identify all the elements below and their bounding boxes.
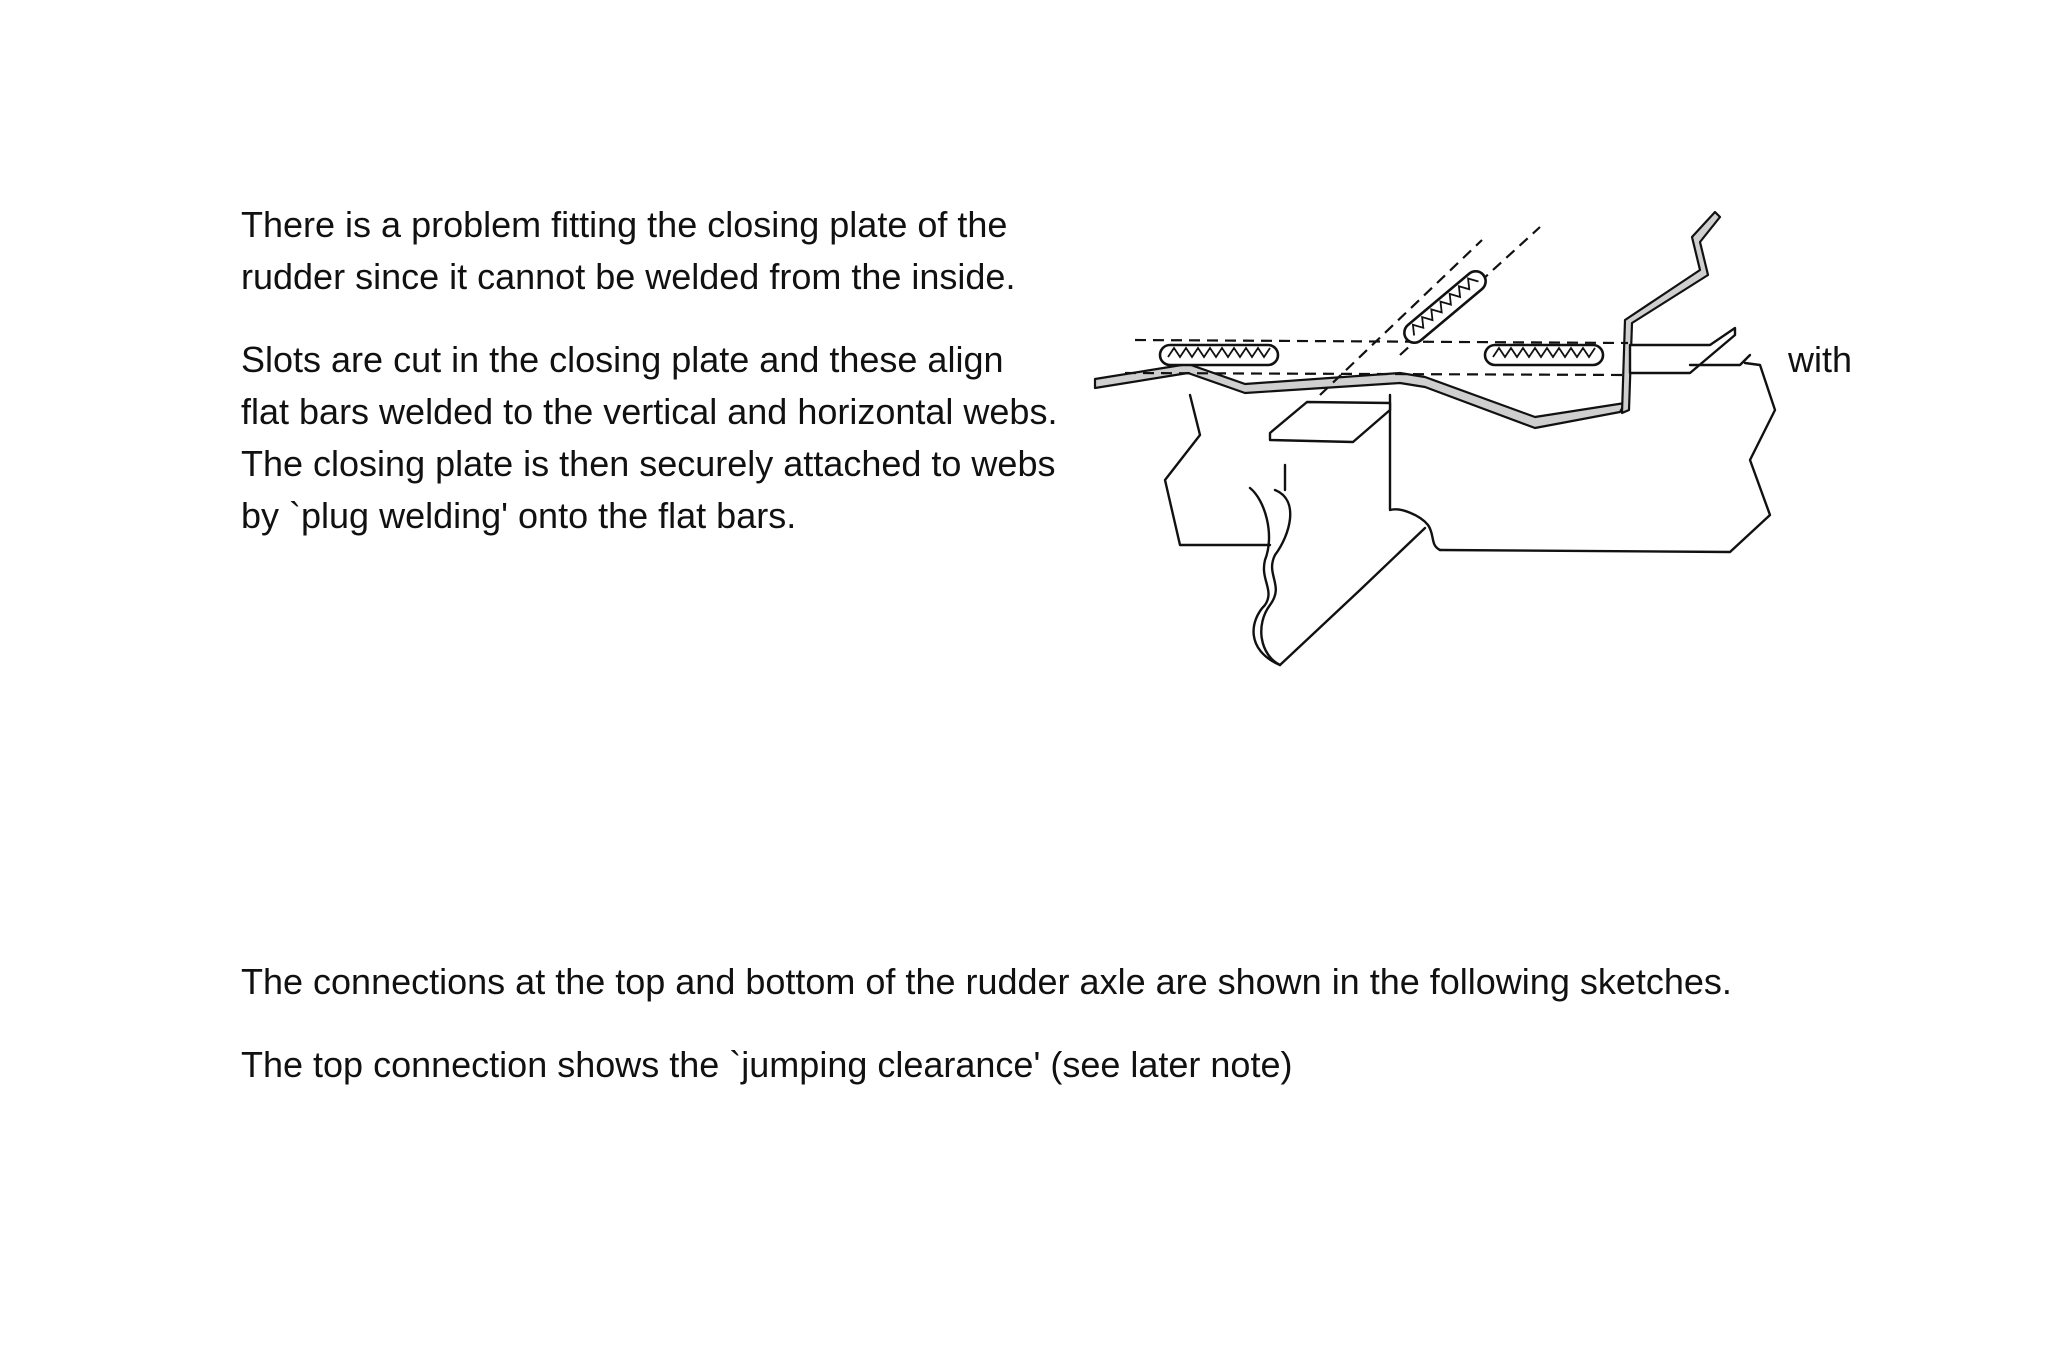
slot-left bbox=[1158, 343, 1280, 367]
plug-welding-sketch bbox=[1093, 210, 1777, 667]
flat-bar-vertical bbox=[1268, 400, 1392, 444]
dashed-line-diag-left bbox=[1319, 239, 1483, 396]
dashed-line-lower bbox=[1124, 371, 1629, 377]
paragraph-axle-connections: The connections at the top and bottom of… bbox=[241, 961, 1732, 1002]
closing-plate-upturn bbox=[1620, 210, 1722, 415]
flat-bar-horizontal bbox=[1628, 326, 1737, 375]
paragraph-closing-plate-problem: There is a problem fitting the closing p… bbox=[241, 204, 1016, 297]
horizontal-web-left bbox=[1163, 393, 1272, 547]
dashed-line-upper bbox=[1134, 338, 1629, 345]
vertical-web-front-edge bbox=[1260, 488, 1427, 667]
stray-word-with: with bbox=[1788, 339, 1853, 380]
flat-bar-horizontal-end bbox=[1688, 353, 1752, 367]
vertical-web-back-edge bbox=[1248, 486, 1282, 667]
vertical-web-right-edge bbox=[1388, 393, 1442, 552]
slot-diagonal bbox=[1403, 269, 1487, 345]
paragraph-slots-description: Slots are cut in the closing plate and t… bbox=[241, 339, 1058, 536]
horizontal-web-right bbox=[1438, 361, 1777, 554]
paragraph-jumping-clearance: The top connection shows the `jumping cl… bbox=[241, 1044, 1293, 1085]
slot-right bbox=[1483, 343, 1605, 367]
